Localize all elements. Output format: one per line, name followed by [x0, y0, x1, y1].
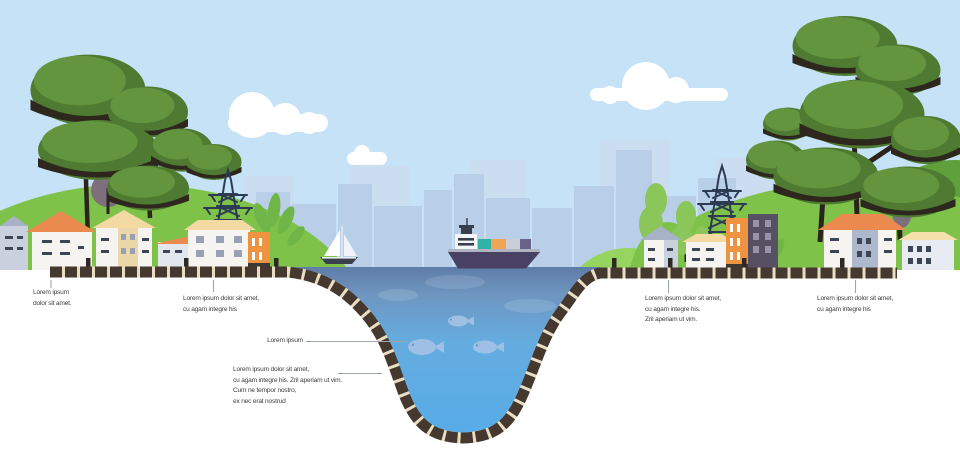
house-icon [818, 214, 906, 270]
village-right [640, 214, 958, 270]
label-water-deep: Lorem ipsum dolor sit amet, cu agam inte… [233, 366, 343, 405]
village-left [0, 210, 270, 270]
label-shore-right: Lorem ipsum dolor sit amet, cu agam inte… [817, 295, 893, 313]
cloud-icon [228, 92, 328, 138]
building-icon [248, 232, 270, 270]
seabed-dashed-border [50, 266, 897, 444]
house-icon [640, 226, 682, 270]
cloud-icon [590, 62, 728, 110]
label-pier-right: Lorem ipsum dolor sit amet, cu agam inte… [645, 295, 721, 324]
house-icon [26, 211, 96, 270]
house-icon [154, 236, 190, 270]
house-icon [92, 210, 156, 270]
building-icon [748, 214, 778, 270]
house-icon [682, 234, 734, 270]
water-body [282, 267, 600, 439]
building-icon [726, 218, 748, 270]
house-icon [898, 232, 958, 270]
cloud-icon [347, 145, 387, 165]
leaf-plants-left [253, 193, 305, 246]
label-pier-left: Lorem ipsum dolor sit amet, cu agam inte… [183, 295, 259, 313]
fish-icon [408, 339, 444, 355]
house-icon [0, 216, 28, 270]
sailboat-icon [320, 226, 358, 264]
label-water-surface: Lorem ipsum [267, 337, 303, 344]
pier-pilings [86, 258, 845, 272]
water-highlights [378, 275, 556, 313]
fish-icon [473, 340, 504, 354]
label-shore-left: Lorem ipsum dolor sit amet. [33, 289, 72, 307]
house-icon [184, 220, 256, 270]
fish-icon [448, 315, 474, 327]
cargo-ship-icon [448, 218, 540, 269]
tree-cluster-left [30, 54, 242, 241]
